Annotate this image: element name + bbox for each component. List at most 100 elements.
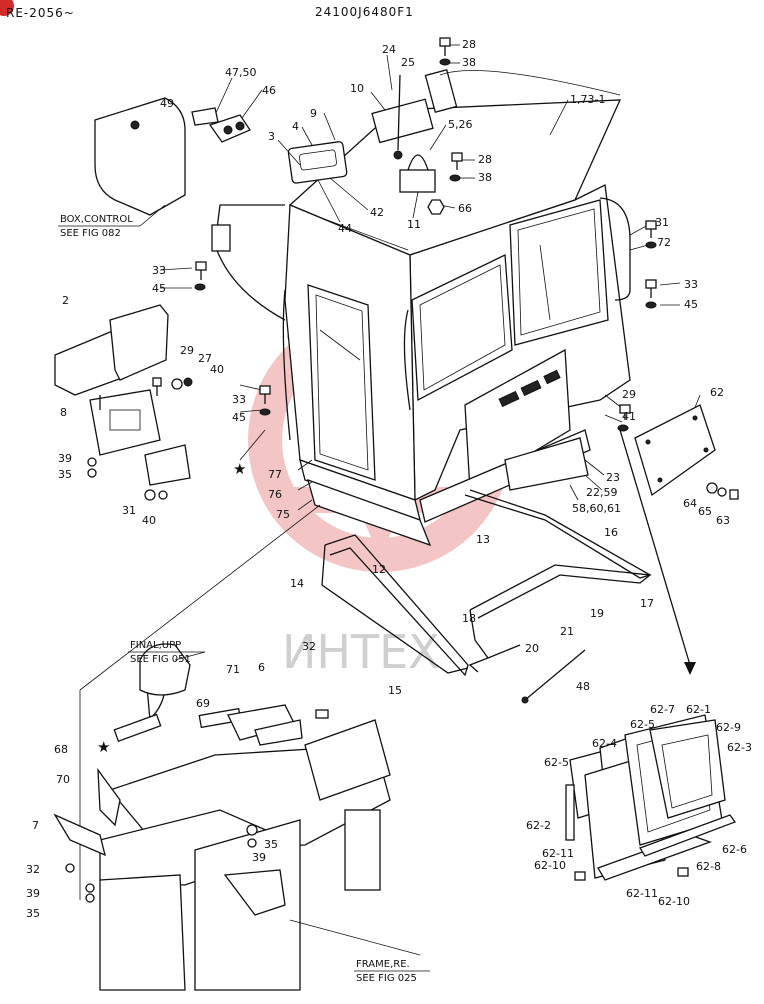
callout: 20 bbox=[525, 642, 539, 655]
callout: 62-3 bbox=[727, 741, 752, 754]
callout: 38 bbox=[462, 56, 476, 69]
callout: 7 bbox=[32, 819, 39, 832]
ref-final-upp: FINAL,UPP bbox=[130, 640, 181, 651]
callout: 4 bbox=[292, 120, 299, 133]
callout: 22,59 bbox=[586, 486, 618, 499]
callout: 14 bbox=[290, 577, 304, 590]
callout: 28 bbox=[478, 153, 492, 166]
callout: 25 bbox=[401, 56, 415, 69]
callout: 11 bbox=[407, 218, 421, 231]
callout: 76 bbox=[268, 488, 282, 501]
callout: 10 bbox=[350, 82, 364, 95]
callout: 58,60,61 bbox=[572, 502, 621, 515]
callout: 29 bbox=[622, 388, 636, 401]
cab-assembly bbox=[211, 69, 631, 547]
drawing-code: 24100J6480F1 bbox=[315, 5, 414, 19]
cover-62-main bbox=[634, 404, 716, 497]
callout: 35 bbox=[58, 468, 72, 481]
callout: 62-4 bbox=[592, 737, 617, 750]
callout: 35 bbox=[264, 838, 278, 851]
callout: 24 bbox=[382, 43, 396, 56]
callout: 62-1 bbox=[686, 703, 711, 716]
callout: 33 bbox=[232, 393, 246, 406]
corner-mark-icon bbox=[0, 0, 14, 16]
callout: 40 bbox=[210, 363, 224, 376]
ref-frame-re-fig: SEE FIG 025 bbox=[356, 973, 417, 984]
callout: 62-5 bbox=[630, 718, 655, 731]
callout: 29 bbox=[180, 344, 194, 357]
callout: 48 bbox=[576, 680, 590, 693]
base-frame bbox=[53, 429, 696, 991]
seat-and-brackets bbox=[54, 97, 251, 486]
callout: 31 bbox=[122, 504, 136, 517]
reference-notes: BOX,CONTROL SEE FIG 082 FINAL,UPP SEE FI… bbox=[58, 204, 430, 984]
callout: 62-9 bbox=[716, 721, 741, 734]
callout: 66 bbox=[458, 202, 472, 215]
callout: 13 bbox=[476, 533, 490, 546]
callout: 75 bbox=[276, 508, 290, 521]
callout: 64 bbox=[683, 497, 697, 510]
callout: 62-5 bbox=[544, 756, 569, 769]
ref-final-upp-fig: SEE FIG 051 bbox=[130, 654, 191, 665]
cover-62-exploded bbox=[565, 714, 737, 881]
header: RE-2056~ 24100J6480F1 bbox=[0, 0, 414, 20]
ref-frame-re: FRAME,RE. bbox=[356, 959, 410, 970]
callout: 62-7 bbox=[650, 703, 675, 716]
callout: 39 bbox=[58, 452, 72, 465]
callout: 69 bbox=[196, 697, 210, 710]
callout: 33 bbox=[152, 264, 166, 277]
callout: 41 bbox=[622, 410, 636, 423]
callout: 70 bbox=[56, 773, 70, 786]
callout: 12 bbox=[372, 563, 386, 576]
callout: 31 bbox=[655, 216, 669, 229]
callout: 45 bbox=[684, 298, 698, 311]
callout: 46 bbox=[262, 84, 276, 97]
callout: 9 bbox=[310, 107, 317, 120]
callout: 42 bbox=[370, 206, 384, 219]
callout: 40 bbox=[142, 514, 156, 527]
callout: 15 bbox=[388, 684, 402, 697]
callout: 32 bbox=[302, 640, 316, 653]
callout: 62-2 bbox=[526, 819, 551, 832]
callout: 63 bbox=[716, 514, 730, 527]
star-icon: ★ bbox=[233, 460, 246, 478]
fasteners bbox=[87, 37, 739, 501]
callout: 68 bbox=[54, 743, 68, 756]
callout: 16 bbox=[604, 526, 618, 539]
callout: 72 bbox=[657, 236, 671, 249]
callout: 35 bbox=[26, 907, 40, 920]
star-markers: ★ ★ bbox=[97, 429, 266, 756]
callout: 71 bbox=[226, 663, 240, 676]
callout: 8 bbox=[60, 406, 67, 419]
callout: 18 bbox=[462, 612, 476, 625]
callout: 62-8 bbox=[696, 860, 721, 873]
callout: 49 bbox=[160, 97, 174, 110]
star-icon: ★ bbox=[97, 738, 110, 756]
callout: 62-10 bbox=[658, 895, 690, 908]
callout: 62-11 bbox=[626, 887, 658, 900]
callout: 17 bbox=[640, 597, 654, 610]
callout: 38 bbox=[478, 171, 492, 184]
callout: 47,50 bbox=[225, 66, 257, 79]
callout: 45 bbox=[152, 282, 166, 295]
callout: 62-6 bbox=[722, 843, 747, 856]
callouts: 24 28 38 25 47,50 46 49 10 1,73-1 9 4 3 … bbox=[26, 38, 752, 920]
callout: 23 bbox=[606, 471, 620, 484]
callout: 65 bbox=[698, 505, 712, 518]
callout: 44 bbox=[338, 222, 352, 235]
callout: 5,26 bbox=[448, 118, 473, 131]
seal-strips bbox=[321, 489, 652, 704]
callout: 39 bbox=[252, 851, 266, 864]
watermark-text: ИНТЕХ bbox=[282, 625, 440, 679]
callout: 1,73-1 bbox=[570, 93, 605, 106]
callout: 3 bbox=[268, 130, 275, 143]
callout: 45 bbox=[232, 411, 246, 424]
callout: 77 bbox=[268, 468, 282, 481]
callout: 21 bbox=[560, 625, 574, 638]
callout: 27 bbox=[198, 352, 212, 365]
ref-box-control-fig: SEE FIG 082 bbox=[60, 228, 121, 239]
callout: 32 bbox=[26, 863, 40, 876]
callout: 39 bbox=[26, 887, 40, 900]
